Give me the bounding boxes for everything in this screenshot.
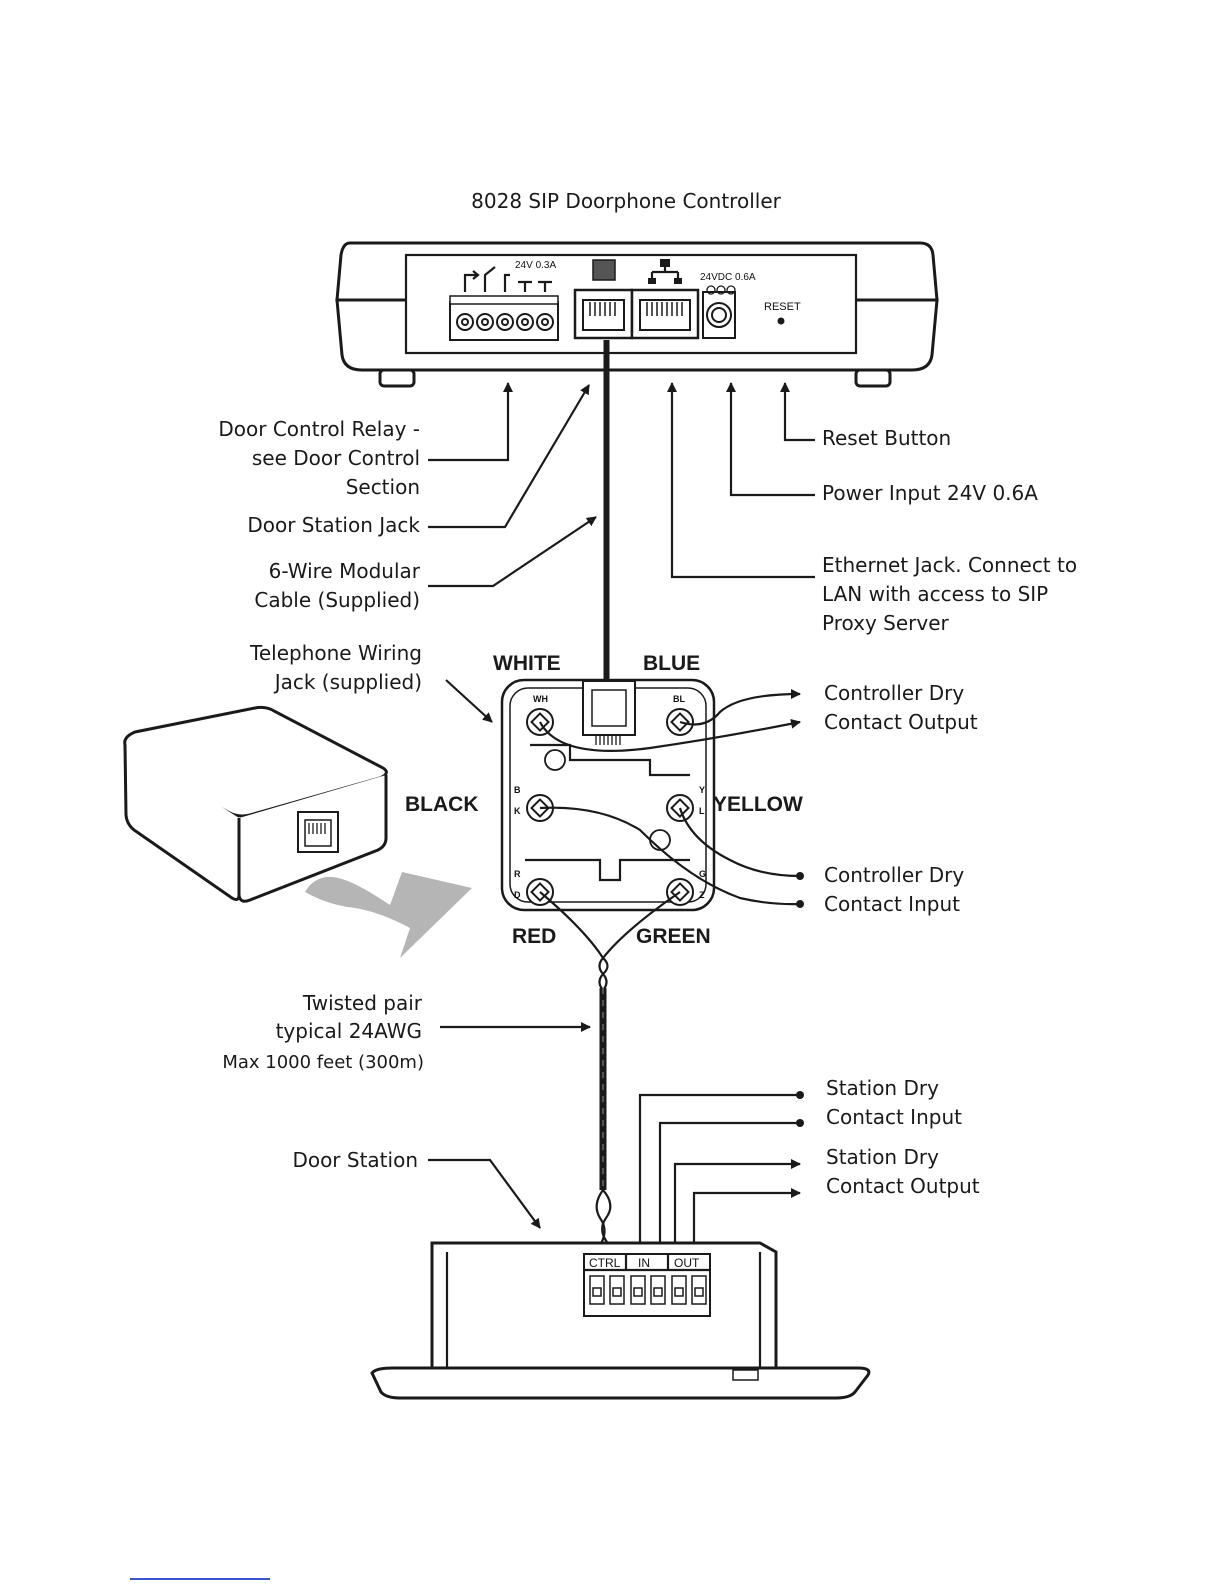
- wire-label-red: RED: [512, 925, 556, 948]
- wire-label-black: BLACK: [405, 793, 479, 816]
- svg-text:6-Wire Modular: 6-Wire Modular: [269, 559, 421, 583]
- svg-text:Section: Section: [346, 475, 420, 499]
- svg-text:Door Control Relay -: Door Control Relay -: [218, 417, 420, 441]
- modular-cable-callout: 6-Wire Modular Cable (Supplied): [254, 559, 420, 612]
- svg-text:Twisted pair: Twisted pair: [302, 991, 423, 1015]
- controller-device: 24V 0.3A 24VDC 0.6A: [335, 241, 939, 388]
- power-jack-port: 24VDC 0.6A: [700, 272, 756, 339]
- terminal-out: OUT: [674, 1256, 700, 1270]
- svg-text:WH: WH: [533, 694, 548, 704]
- svg-text:Contact Output: Contact Output: [826, 1174, 980, 1198]
- relay-rating-label: 24V 0.3A: [515, 260, 556, 271]
- svg-text:Controller Dry: Controller Dry: [824, 681, 964, 705]
- door-station-callout: Door Station: [292, 1148, 418, 1172]
- svg-text:Z: Z: [699, 890, 705, 900]
- telephone-jack-callout: Telephone Wiring Jack (supplied): [249, 641, 422, 694]
- station-input-callout: Station Dry Contact Input: [826, 1076, 962, 1129]
- reset-button-hole: [777, 317, 785, 325]
- station-output-callout: Station Dry Contact Output: [826, 1145, 980, 1198]
- svg-text:D: D: [514, 890, 521, 900]
- reset-button-callout: Reset Button: [822, 426, 951, 450]
- svg-text:G: G: [699, 869, 706, 879]
- svg-text:Y: Y: [699, 785, 705, 795]
- svg-text:Jack (supplied): Jack (supplied): [273, 670, 422, 694]
- svg-text:LAN with access to SIP: LAN with access to SIP: [822, 582, 1048, 606]
- svg-text:BL: BL: [673, 694, 685, 704]
- relay-terminal-block: 24V 0.3A: [449, 260, 559, 341]
- svg-text:Telephone Wiring: Telephone Wiring: [249, 641, 422, 665]
- svg-text:Proxy Server: Proxy Server: [822, 611, 950, 635]
- svg-text:Station Dry: Station Dry: [826, 1076, 939, 1100]
- svg-text:Contact Output: Contact Output: [824, 710, 978, 734]
- svg-text:K: K: [514, 806, 521, 816]
- svg-text:R: R: [514, 869, 521, 879]
- svg-text:Contact Input: Contact Input: [826, 1105, 962, 1129]
- terminal-plate: WH BL B K Y L R D G Z: [500, 678, 716, 912]
- twisted-pair-callout: Twisted pair typical 24AWG Max 1000 feet…: [222, 991, 424, 1073]
- svg-text:Contact Input: Contact Input: [824, 892, 960, 916]
- footer-link-underline[interactable]: [130, 1578, 270, 1580]
- door-station-device: CTRL IN OUT: [370, 1241, 871, 1400]
- svg-text:Cable (Supplied): Cable (Supplied): [254, 588, 420, 612]
- power-input-callout: Power Input 24V 0.6A: [822, 481, 1038, 505]
- controller-output-callout: Controller Dry Contact Output: [824, 681, 978, 734]
- reset-label: RESET: [764, 301, 801, 313]
- svg-text:Max 1000 feet (300m): Max 1000 feet (300m): [222, 1052, 424, 1073]
- svg-text:B: B: [514, 785, 521, 795]
- door-control-relay-callout: Door Control Relay - see Door Control Se…: [218, 417, 420, 499]
- ethernet-jack-port: [630, 259, 700, 340]
- telephone-wiring-jack-box: [123, 705, 388, 903]
- svg-text:Station Dry: Station Dry: [826, 1145, 939, 1169]
- insert-arrow: [305, 872, 472, 958]
- diagram-title: 8028 SIP Doorphone Controller: [471, 189, 781, 213]
- wire-label-green: GREEN: [636, 925, 711, 948]
- terminal-ctrl: CTRL: [589, 1256, 621, 1270]
- power-rating-label: 24VDC 0.6A: [700, 272, 756, 283]
- controller-input-callout: Controller Dry Contact Input: [824, 863, 964, 916]
- svg-text:Controller Dry: Controller Dry: [824, 863, 964, 887]
- svg-text:Ethernet Jack. Connect to: Ethernet Jack. Connect to: [822, 553, 1077, 577]
- svg-text:L: L: [699, 806, 705, 816]
- wire-label-blue: BLUE: [643, 652, 700, 675]
- ethernet-jack-callout: Ethernet Jack. Connect to LAN with acces…: [822, 553, 1077, 635]
- door-station-jack-callout: Door Station Jack: [247, 513, 420, 537]
- terminal-in: IN: [638, 1256, 650, 1270]
- wire-label-white: WHITE: [493, 652, 561, 675]
- svg-text:see Door Control: see Door Control: [252, 446, 420, 470]
- svg-text:typical 24AWG: typical 24AWG: [276, 1019, 422, 1043]
- wire-label-yellow: YELLOW: [713, 793, 803, 816]
